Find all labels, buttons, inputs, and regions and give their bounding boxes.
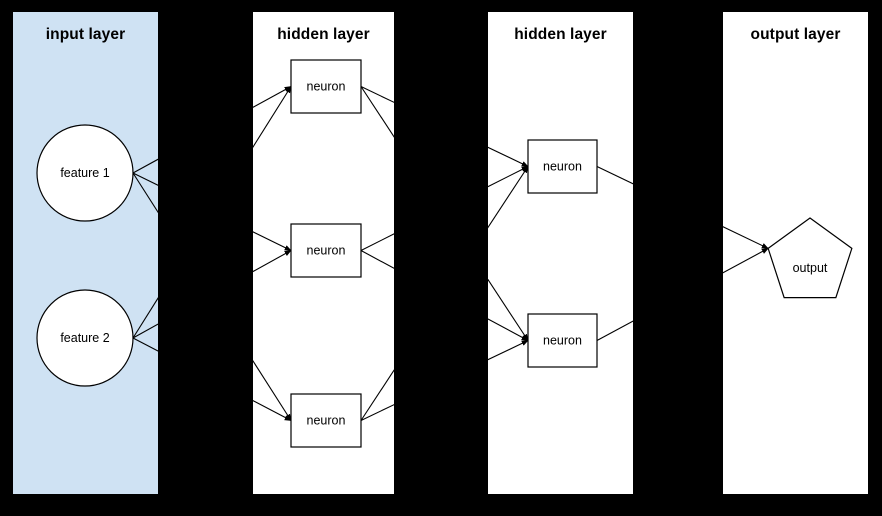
- connection-edge: [132, 172, 158, 214]
- connection-edge: [132, 323, 158, 339]
- connection-edge: [132, 337, 158, 352]
- neuron-box[interactable]: [290, 223, 362, 278]
- node-label: neuron: [307, 414, 346, 428]
- feature-circle[interactable]: [36, 289, 134, 387]
- node-hidden-1-1[interactable]: neuron: [290, 223, 362, 278]
- neuron-box[interactable]: [290, 59, 362, 114]
- hidden-layer-2-graphics: neuron neuron: [488, 139, 633, 368]
- node-output-0[interactable]: output: [767, 217, 853, 299]
- connection-edge: [360, 404, 394, 421]
- connection-edge: [596, 166, 633, 185]
- connection-edge: [360, 233, 394, 251]
- connection-edge: [723, 226, 769, 249]
- connection-edge: [488, 146, 529, 167]
- connection-edge: [360, 369, 394, 421]
- node-label: neuron: [543, 334, 582, 348]
- layer-panel-input[interactable]: input layer feature 1 feature 2: [13, 12, 158, 494]
- layer-title-hidden-2: hidden layer: [514, 26, 607, 43]
- layer-title-input: input layer: [45, 26, 126, 43]
- output-layer-graphics: output: [723, 217, 853, 299]
- layer-title-output: output layer: [750, 26, 841, 43]
- connection-edge: [253, 85, 292, 149]
- layer-panel-hidden-2[interactable]: hidden layer neuron neuron: [488, 12, 633, 494]
- connection-edge: [360, 86, 394, 138]
- connection-edge: [488, 278, 529, 342]
- connection-edge: [596, 320, 633, 341]
- connection-edge: [253, 359, 292, 422]
- layer-panel-output[interactable]: output layer output: [723, 12, 868, 494]
- node-label: feature 1: [60, 166, 109, 180]
- neuron-box[interactable]: [527, 139, 598, 194]
- connection-edge: [360, 86, 394, 103]
- node-label: feature 2: [60, 331, 109, 345]
- node-hidden-2-0[interactable]: neuron: [527, 139, 598, 194]
- node-hidden-2-1[interactable]: neuron: [527, 313, 598, 368]
- connection-edge: [488, 340, 529, 361]
- node-input-1[interactable]: feature 2: [36, 289, 134, 387]
- connection-edge: [488, 165, 529, 229]
- connection-edge: [723, 247, 769, 274]
- node-hidden-1-2[interactable]: neuron: [290, 393, 362, 448]
- node-label: neuron: [307, 244, 346, 258]
- feature-circle[interactable]: [36, 124, 134, 222]
- layer-panel-hidden-1[interactable]: hidden layer neuron neuron neuron: [253, 12, 394, 494]
- node-label: output: [793, 261, 828, 275]
- connection-edge: [488, 166, 529, 188]
- connection-edge: [360, 250, 394, 269]
- output-pentagon[interactable]: [767, 217, 853, 299]
- connection-edge: [253, 86, 292, 108]
- connection-edge: [253, 250, 292, 273]
- hidden-layer-1-graphics: neuron neuron neuron: [253, 59, 394, 448]
- connection-edge: [488, 318, 529, 341]
- neuron-box[interactable]: [527, 313, 598, 368]
- connection-edge: [132, 297, 158, 339]
- connection-edge: [253, 400, 292, 421]
- neuron-box[interactable]: [290, 393, 362, 448]
- layer-title-hidden-1: hidden layer: [277, 26, 370, 43]
- connection-edge: [132, 172, 158, 186]
- node-label: neuron: [307, 80, 346, 94]
- input-layer-graphics: feature 1 feature 2: [36, 124, 158, 387]
- node-input-0[interactable]: feature 1: [36, 124, 134, 222]
- node-label: neuron: [543, 160, 582, 174]
- node-hidden-1-0[interactable]: neuron: [290, 59, 362, 114]
- connection-edge: [132, 158, 158, 174]
- connection-edge: [253, 231, 292, 251]
